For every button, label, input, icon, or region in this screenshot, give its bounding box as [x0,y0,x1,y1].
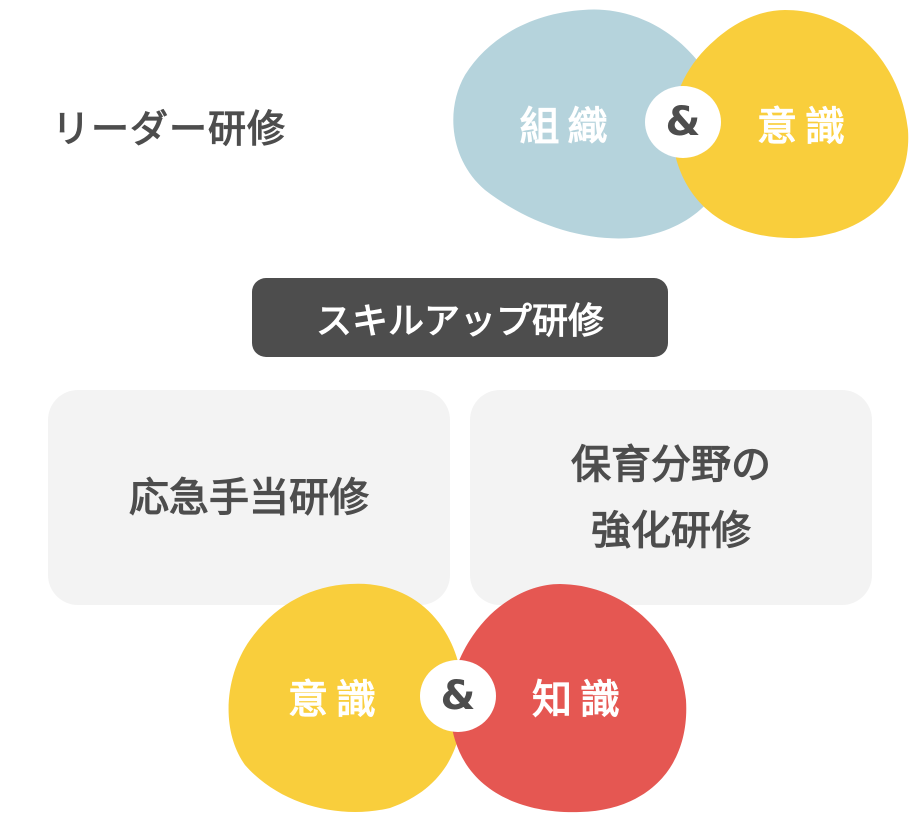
leader-training-title: リーダー研修 [52,107,287,151]
leader-venn-diagram [453,9,909,239]
card-line: 応急手当研修 [129,474,369,521]
ampersand-badge: & [645,86,721,158]
knowledge-blob [449,584,687,813]
card-line: 強化研修 [591,507,751,554]
childcare-training-card: 保育分野の 強化研修 [470,390,872,605]
skillup-training-label: スキルアップ研修 [252,278,668,357]
awareness-blob [228,583,463,813]
knowledge-label: 知識 [532,677,628,723]
skillup-venn-diagram [228,583,687,813]
card-line: 保育分野の [571,441,771,488]
awareness-blob [672,10,909,239]
first-aid-training-card: 応急手当研修 [48,390,450,605]
awareness-label: 意識 [757,104,853,150]
organization-blob [453,9,731,239]
awareness-label: 意識 [288,677,384,723]
ampersand-badge: & [420,660,496,732]
organization-label: 組織 [519,104,616,150]
